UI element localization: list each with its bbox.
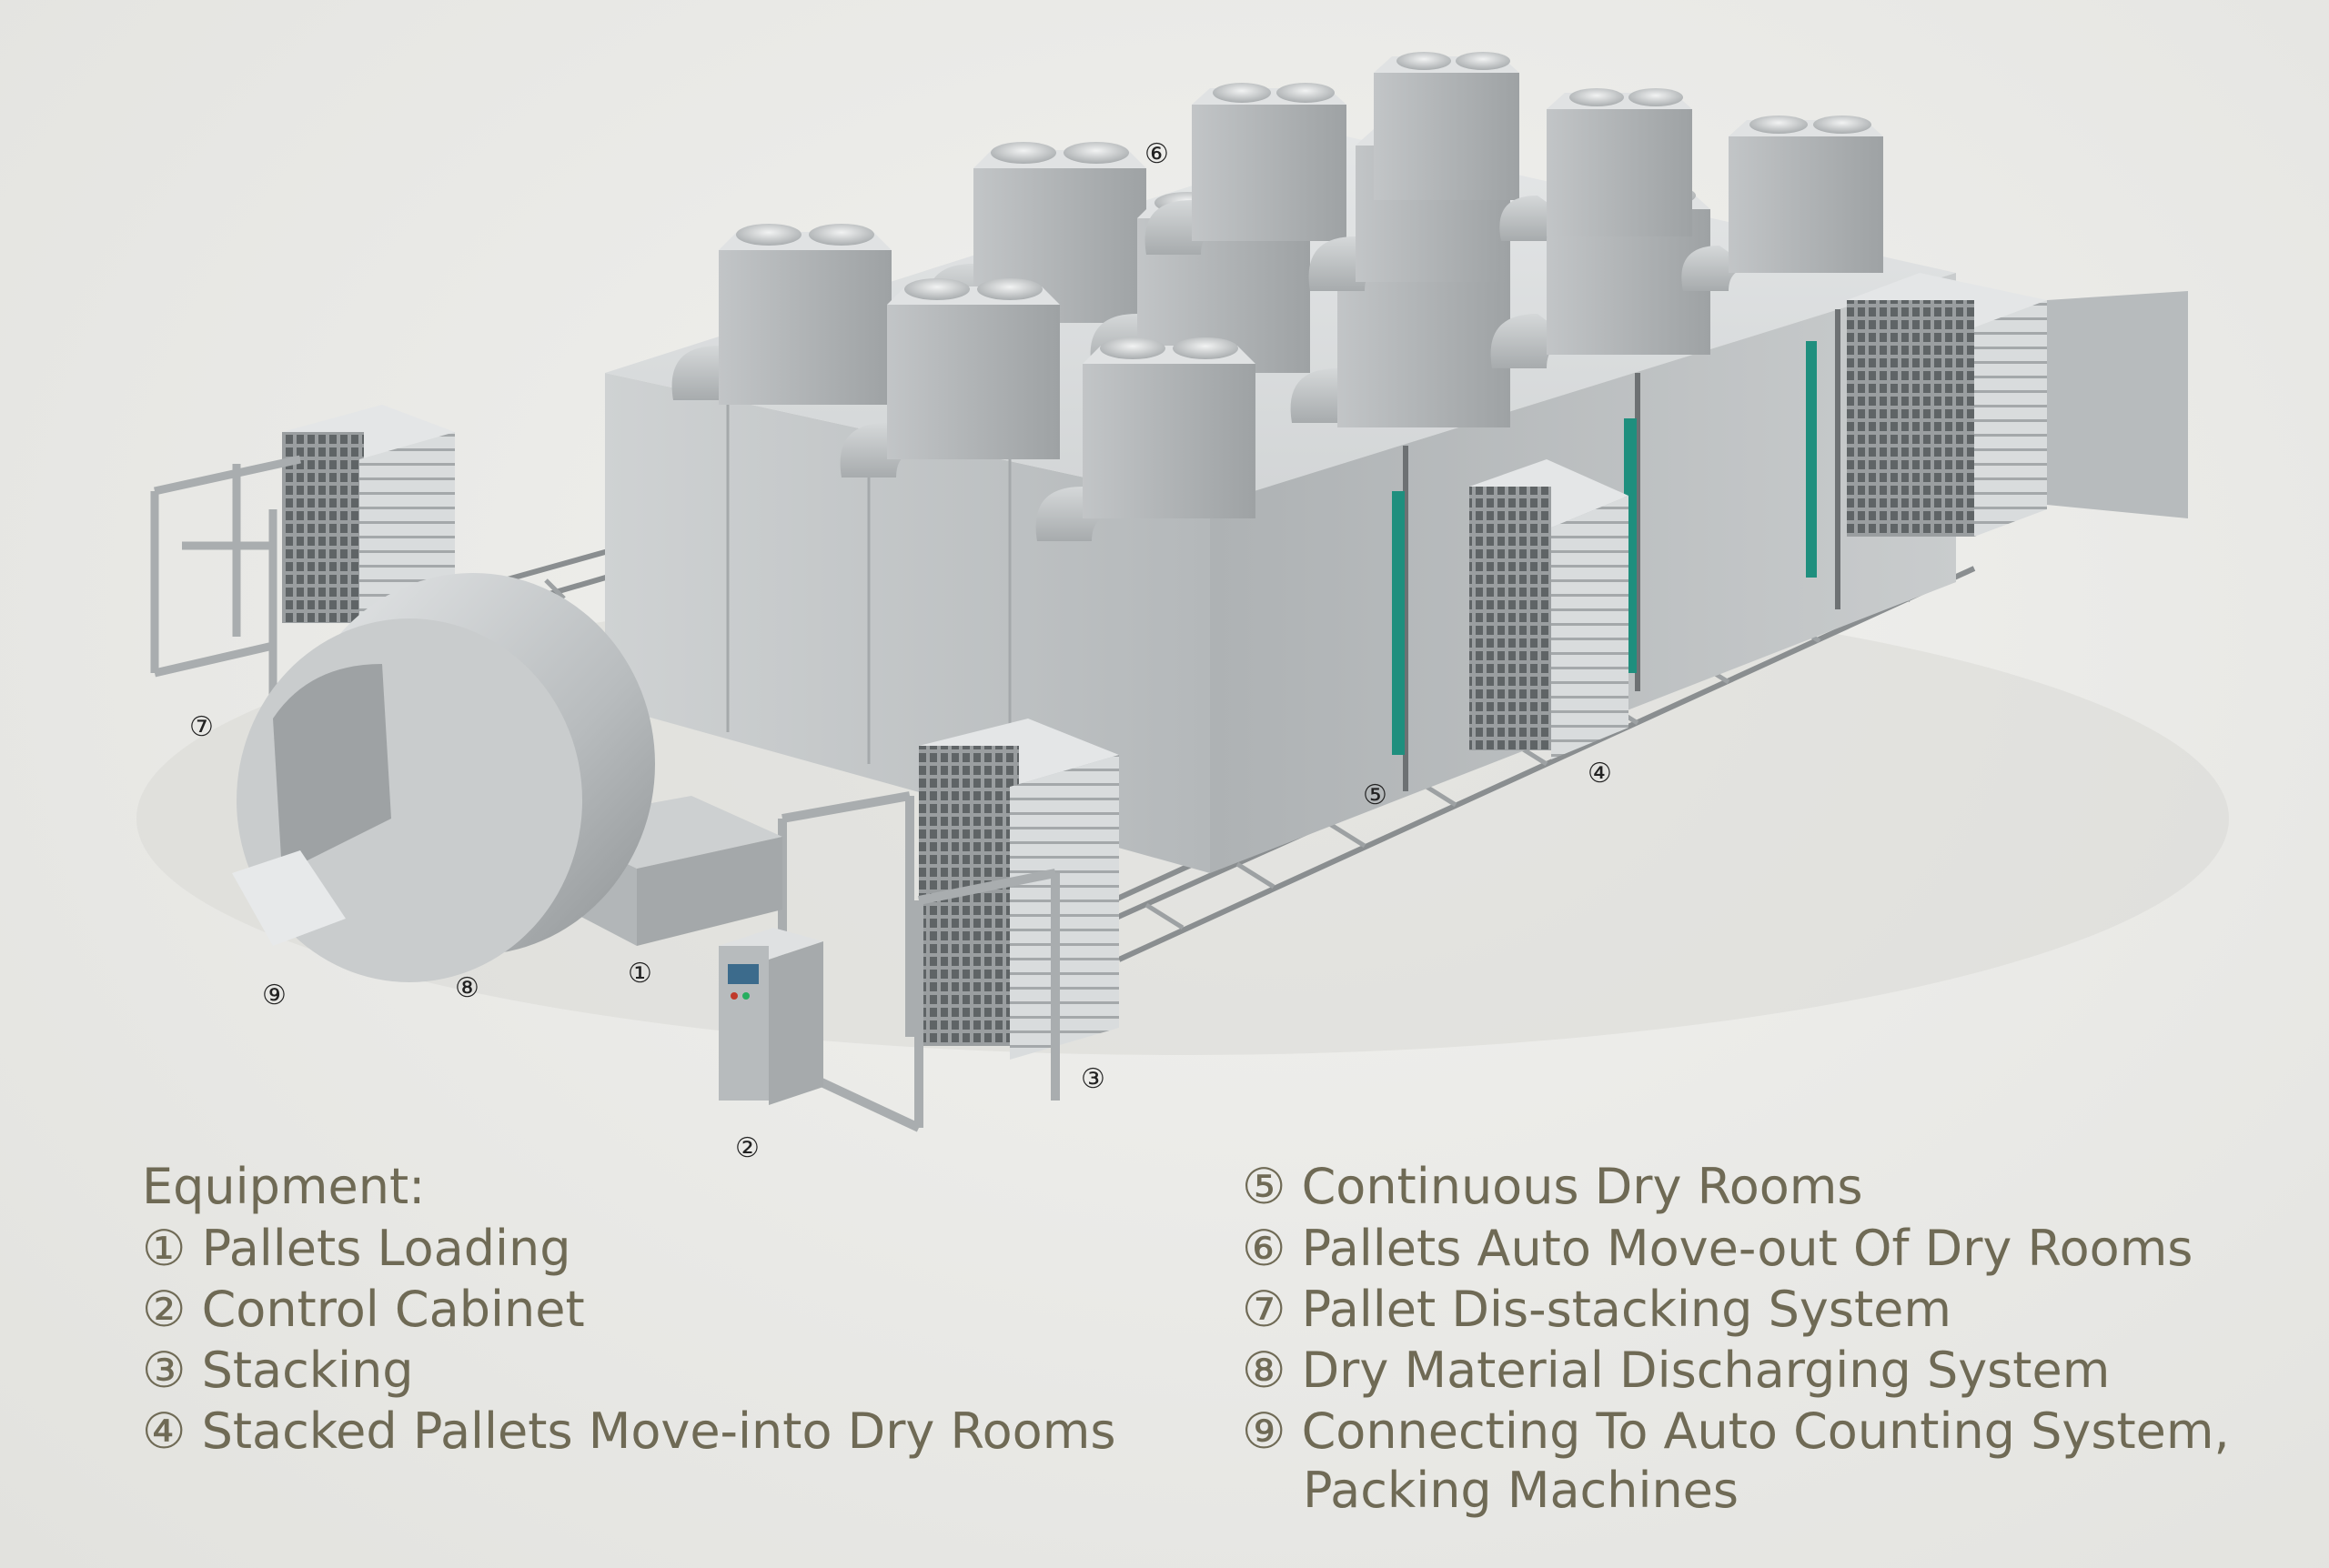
legend-heading: Equipment: bbox=[142, 1158, 426, 1215]
marker-5: ⑤ bbox=[1363, 779, 1387, 811]
fan-unit bbox=[1499, 88, 1692, 241]
legend-item-7: ⑦ Pallet Dis-stacking System bbox=[1242, 1281, 1951, 1338]
door-strip bbox=[1806, 341, 1817, 578]
fan-unit-group bbox=[671, 52, 1883, 541]
equipment-diagram: ① ② ③ ④ ⑤ ⑥ ⑦ ⑧ ⑨ bbox=[136, 52, 2229, 1164]
legend-item-1: ① Pallets Loading bbox=[142, 1220, 571, 1277]
door-panel bbox=[2047, 291, 2188, 518]
pallet-stack-rooms bbox=[1469, 459, 1628, 759]
legend-item-9-continued: Packing Machines bbox=[1303, 1462, 1739, 1519]
legend-item-3: ③ Stacking bbox=[142, 1342, 414, 1399]
marker-6: ⑥ bbox=[1144, 138, 1169, 170]
pallet-stack-exit bbox=[1847, 273, 2047, 537]
marker-1: ① bbox=[628, 958, 652, 990]
fan-unit bbox=[1144, 83, 1346, 255]
marker-9: ⑨ bbox=[262, 980, 287, 1011]
legend-item-5: ⑤ Continuous Dry Rooms bbox=[1242, 1158, 1863, 1215]
control-cabinet bbox=[719, 928, 823, 1105]
dis-stacking-frame bbox=[150, 455, 301, 709]
legend-item-6: ⑥ Pallets Auto Move-out Of Dry Rooms bbox=[1242, 1220, 2193, 1277]
fan-unit bbox=[840, 278, 1060, 477]
fan-unit bbox=[671, 224, 892, 405]
fan-unit bbox=[1681, 116, 1883, 291]
marker-3: ③ bbox=[1081, 1063, 1105, 1095]
fan-unit bbox=[1035, 337, 1255, 541]
legend-item-9: ⑨ Connecting To Auto Counting System, bbox=[1242, 1402, 2230, 1460]
legend-item-2: ② Control Cabinet bbox=[142, 1281, 585, 1338]
legend-item-8: ⑧ Dry Material Discharging System bbox=[1242, 1342, 2111, 1399]
door-strip bbox=[1392, 491, 1405, 755]
legend-item-4: ④ Stacked Pallets Move-into Dry Rooms bbox=[142, 1402, 1116, 1460]
fan-unit bbox=[1374, 52, 1519, 200]
pallet-stack-stacking bbox=[919, 719, 1119, 1060]
discharging-drum bbox=[232, 573, 655, 982]
marker-7: ⑦ bbox=[189, 711, 214, 743]
marker-4: ④ bbox=[1588, 758, 1612, 789]
marker-2: ② bbox=[735, 1132, 760, 1164]
marker-8: ⑧ bbox=[455, 972, 479, 1004]
